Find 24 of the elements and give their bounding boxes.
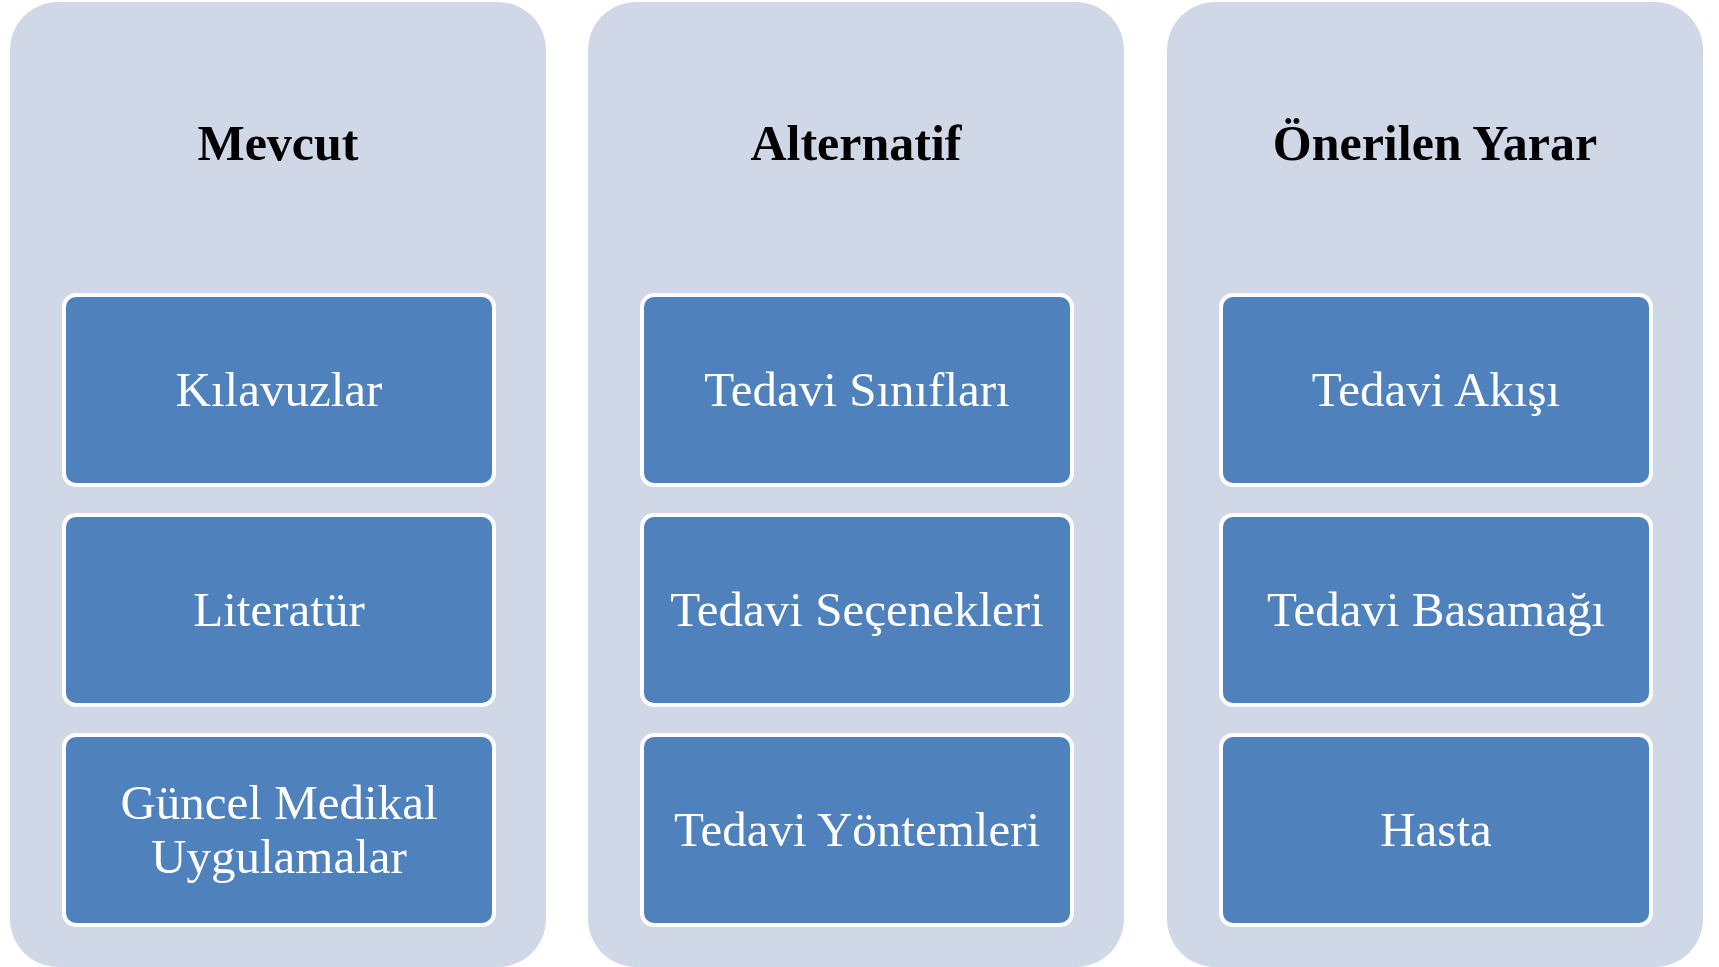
column-panel bbox=[588, 2, 1124, 967]
column-panel bbox=[10, 2, 546, 967]
item-text: Tedavi Yöntemleri bbox=[672, 803, 1042, 857]
column-heading: Alternatif bbox=[750, 114, 962, 172]
column-panel bbox=[1167, 2, 1703, 967]
item-box bbox=[1219, 513, 1653, 707]
item-text: Tedavi Seçenekleri bbox=[669, 583, 1045, 637]
item-box bbox=[640, 293, 1074, 487]
item-box bbox=[640, 513, 1074, 707]
item-box bbox=[62, 733, 496, 927]
item-box bbox=[640, 733, 1074, 927]
item-text: Kılavuzlar bbox=[174, 363, 384, 417]
item-text: Hasta bbox=[1379, 803, 1493, 857]
item-text: Tedavi Akışı bbox=[1310, 363, 1562, 417]
item-box bbox=[1219, 733, 1653, 927]
column-heading: Mevcut bbox=[197, 114, 359, 172]
item-box bbox=[62, 293, 496, 487]
item-text: Güncel Medikal Uygulamalar bbox=[119, 776, 439, 884]
item-text: Tedavi Basamağı bbox=[1265, 583, 1607, 637]
column-heading: Önerilen Yarar bbox=[1272, 114, 1598, 172]
item-text: Literatür bbox=[192, 583, 366, 637]
item-box bbox=[1219, 293, 1653, 487]
item-text: Tedavi Sınıfları bbox=[703, 363, 1011, 417]
item-box bbox=[62, 513, 496, 707]
